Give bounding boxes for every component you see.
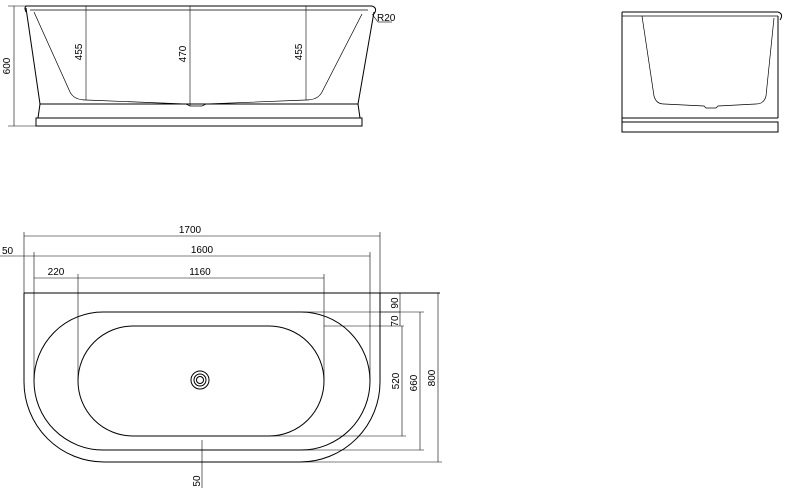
- top-view: 1700 50 1600 220 1160 90 70 520: [0, 225, 442, 488]
- dim-470-label: 470: [178, 45, 189, 62]
- front-view: 600 455 470 455 R20: [2, 5, 396, 127]
- front-rim-left-roll: [24, 5, 27, 13]
- drain-inner: [196, 376, 204, 384]
- dim-70-label: 70: [390, 315, 401, 327]
- dim-r20-leader: [371, 13, 379, 23]
- front-rim-right-roll: [371, 5, 377, 15]
- front-body-right-outer: [357, 11, 375, 105]
- front-plinth: [35, 117, 363, 127]
- dim-50-left-label: 50: [2, 246, 14, 257]
- side-view: [621, 11, 783, 133]
- side-plinth: [621, 121, 779, 133]
- front-basin-inner: [33, 11, 363, 107]
- dim-1700-label: 1700: [179, 225, 202, 236]
- dim-1160-label: 1160: [189, 267, 211, 278]
- dim-50-bottom-label: 50: [192, 475, 203, 487]
- front-body-left-outer: [25, 7, 41, 105]
- dim-800-label: 800: [427, 369, 438, 386]
- dim-600-label: 600: [2, 57, 13, 74]
- front-base-left: [37, 103, 41, 119]
- drain-middle: [193, 373, 207, 387]
- dim-660-label: 660: [409, 374, 420, 391]
- dim-520-label: 520: [391, 372, 402, 389]
- top-rim-outline: [33, 311, 371, 451]
- dim-455-left-label: 455: [74, 43, 85, 60]
- side-rim-right-roll: [777, 11, 783, 21]
- front-base-right: [357, 103, 361, 119]
- dim-r20-label: R20: [377, 13, 396, 24]
- dim-220-label: 220: [48, 267, 65, 278]
- top-basin-outline: [77, 325, 325, 437]
- dim-90-label: 90: [390, 297, 401, 309]
- dim-1600-label: 1600: [191, 245, 214, 256]
- drain-outer: [190, 370, 210, 390]
- dim-455-right-label: 455: [294, 43, 305, 60]
- side-basin-inner: [641, 15, 775, 109]
